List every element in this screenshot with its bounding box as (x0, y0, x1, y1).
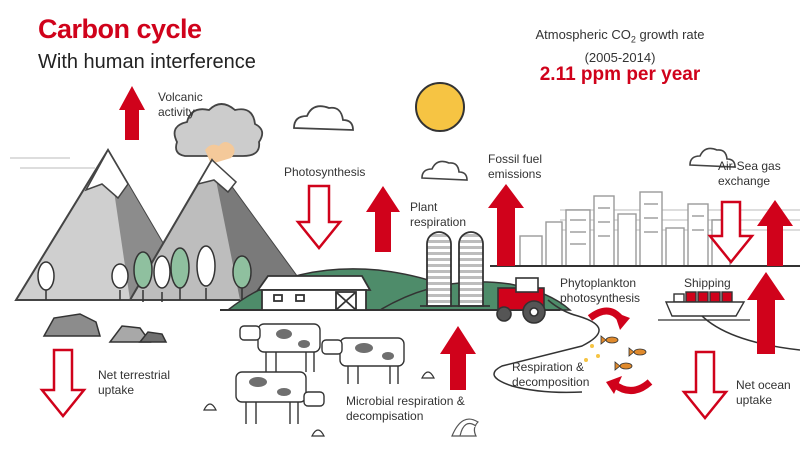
label-net-ocean-uptake: Net ocean uptake (736, 378, 791, 407)
co2-growth-suffix: growth rate (635, 27, 705, 42)
cloud-icon (689, 147, 736, 168)
co2-growth-period: (2005-2014) (584, 49, 656, 65)
arrows (39, 86, 793, 420)
volcanic-up-arrow (119, 86, 145, 140)
tractor-icon (496, 277, 546, 324)
rock-icon (42, 313, 168, 343)
label-fossil-fuel-emissions: Fossil fuel emissions (488, 152, 543, 181)
volcano-smoke (173, 103, 264, 164)
air-sea-up-arrow (757, 200, 793, 266)
cow-icon (235, 371, 325, 424)
cow-icon (321, 337, 405, 384)
air-sea-down-arrow (707, 200, 755, 264)
fungi-icon (451, 418, 479, 437)
label-phytoplankton-photosynthesis: Phytoplankton photosynthesis (560, 276, 641, 305)
label-photosynthesis: Photosynthesis (284, 165, 366, 179)
label-air-sea-gas-exchange: Air-Sea gas exchange (718, 159, 781, 188)
ocean-up-arrow (747, 272, 785, 354)
photosynthesis-down-arrow (295, 184, 343, 250)
plankton-dots (584, 344, 600, 362)
ocean-cycle-arrowhead (614, 312, 630, 330)
microbial-up-arrow (440, 326, 476, 390)
net-ocean-down-arrow (681, 350, 729, 420)
label-net-terrestrial-uptake: Net terrestrial uptake (98, 368, 171, 397)
ocean-cycle-arrowhead (606, 376, 622, 394)
net-terrestrial-down-arrow (39, 348, 87, 418)
fossil-fuel-up-arrow (488, 184, 524, 266)
sun-icon (415, 82, 465, 132)
cow-icon (239, 323, 321, 372)
co2-growth-prefix: Atmospheric CO (535, 27, 631, 42)
city-skyline-icon (519, 191, 731, 267)
page-subtitle: With human interference (38, 51, 256, 73)
manure-icon (203, 371, 435, 437)
ship-icon (658, 291, 750, 321)
label-shipping: Shipping (684, 276, 731, 290)
ocean-boundary (493, 299, 600, 394)
silo-icon (420, 231, 490, 307)
label-respiration-decomposition: Respiration & decomposition (512, 360, 590, 389)
fish-icon (600, 335, 647, 371)
cloud-icon (293, 105, 354, 131)
label-volcanic-activity: Volcanic activity (158, 90, 203, 119)
tree-icon (37, 245, 252, 302)
page-title: Carbon cycle (38, 14, 202, 44)
co2-growth-value: 2.11 ppm per year (539, 64, 701, 85)
co2-subscript: 2 (630, 34, 636, 45)
label-microbial-respiration: Microbial respiration & decompisation (346, 394, 465, 423)
plant-respiration-up-arrow (366, 186, 400, 252)
co2-growth-line: Atmospheric CO2 growth rate (500, 26, 740, 49)
label-plant-respiration: Plant respiration (410, 200, 467, 229)
co2-growth-heading: Atmospheric CO2 growth rate (2005-2014) (500, 26, 740, 66)
cloud-icon (421, 160, 468, 181)
barn-icon (256, 275, 372, 311)
